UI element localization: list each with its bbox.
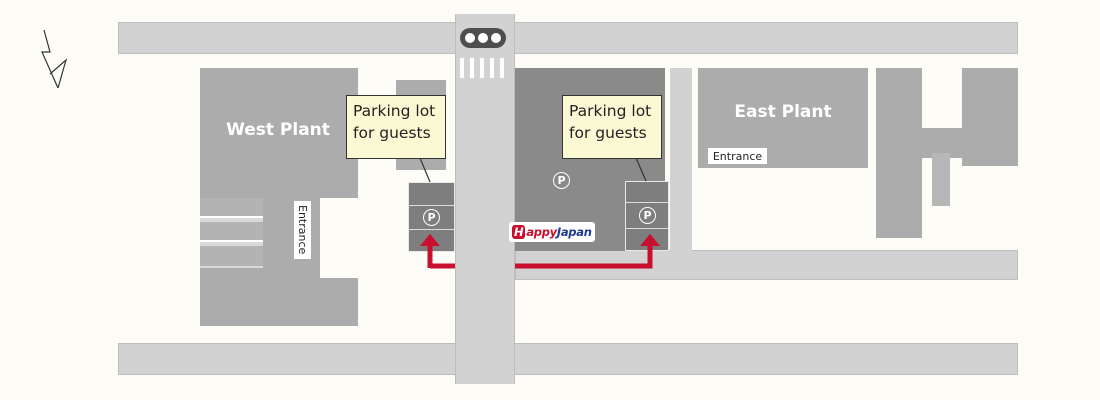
east-building-a — [876, 68, 922, 238]
east-building-b — [962, 68, 1018, 166]
parking-icon: P — [639, 207, 656, 224]
west-plant-label: West Plant — [226, 120, 330, 140]
parking-icon: P — [423, 209, 440, 226]
road-south — [118, 343, 1018, 375]
logo-initial: H — [512, 225, 526, 239]
west-plant-building-south — [200, 278, 358, 326]
callout-parking-left: Parking lot for guests — [346, 95, 446, 159]
east-building-c-shade — [932, 153, 950, 206]
logo-text-happy: appy — [526, 225, 557, 239]
traffic-light-icon — [460, 28, 506, 48]
west-plant-stairs — [200, 198, 263, 268]
east-entrance-label: Entrance — [708, 148, 767, 164]
path-east — [670, 68, 692, 251]
logo-text-japan: Japan — [556, 225, 592, 239]
north-arrow-icon — [41, 29, 68, 89]
callout-parking-right: Parking lot for guests — [562, 95, 662, 159]
crosswalk-icon — [458, 58, 512, 78]
road-north — [118, 22, 1018, 54]
west-plant-building — [200, 68, 358, 198]
west-entrance-label: Entrance — [294, 201, 311, 259]
road-central — [455, 14, 515, 384]
east-plant-label: East Plant — [734, 102, 832, 122]
parking-icon: P — [553, 172, 570, 189]
